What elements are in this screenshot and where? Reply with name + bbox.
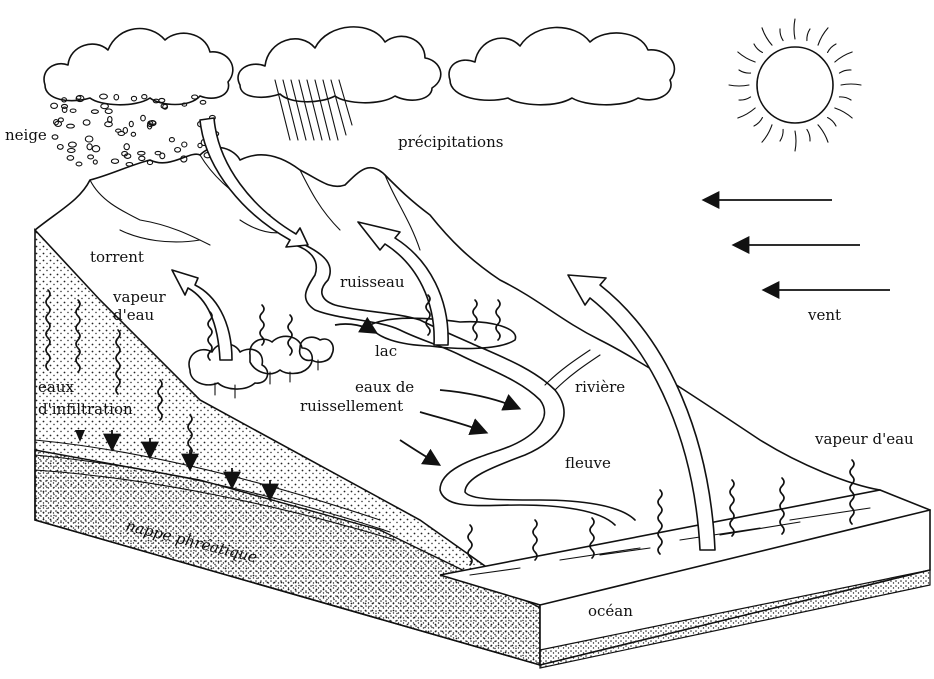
sun-ray (818, 28, 828, 45)
snowflake (105, 109, 112, 114)
vapor-squiggle (473, 300, 477, 340)
vapor-squiggle (496, 300, 500, 340)
snowflake (88, 155, 94, 159)
sun-ray (818, 125, 828, 142)
sun-ray (738, 108, 755, 118)
sun-icon (729, 19, 861, 151)
label-eaux-ruissellement-1: eaux de (355, 378, 414, 396)
sun-ray (839, 97, 851, 100)
label-eaux-ruissellement-2: ruissellement (300, 397, 403, 415)
snowflake (159, 98, 165, 102)
snowflake (175, 148, 181, 153)
snowflake (92, 146, 99, 152)
snowflake (62, 107, 67, 112)
sun-ray (739, 70, 751, 73)
sun-ray (794, 19, 795, 39)
label-fleuve: fleuve (565, 454, 611, 472)
snowflake (139, 156, 145, 160)
sun-ray (738, 52, 755, 62)
label-torrent: torrent (90, 248, 144, 266)
snowflake (169, 138, 174, 142)
sun-ray (762, 125, 772, 142)
label-eaux-infiltration-2: d'infiltration (38, 400, 133, 418)
snowflake (70, 109, 76, 112)
snowflake (111, 159, 118, 163)
snowflake (192, 95, 198, 99)
snowflake (116, 129, 121, 132)
snowflake (68, 149, 76, 153)
snowflake (101, 104, 109, 109)
label-riviere: rivière (575, 378, 625, 396)
sun-ray (754, 118, 762, 126)
sun-ray (828, 44, 836, 52)
sun-ray (835, 108, 852, 118)
snowflake (141, 115, 146, 121)
label-precipitations: précipitations (398, 133, 503, 151)
sun-ray (729, 85, 749, 86)
snowflake (58, 118, 63, 122)
snowflake (142, 95, 147, 99)
snowflake (182, 142, 187, 147)
sun-ray (841, 84, 861, 85)
snowflake (85, 136, 93, 142)
snowflake (200, 100, 206, 104)
snowflake (77, 96, 81, 99)
snowflake (93, 160, 97, 164)
sun-ray (780, 129, 783, 141)
snowflake (51, 103, 58, 108)
snowflake (67, 156, 74, 161)
snowflake (83, 120, 90, 125)
landscape-block (35, 147, 930, 668)
snowflake (52, 135, 58, 139)
rain (275, 80, 352, 140)
snowflake (131, 132, 135, 136)
label-vapeur-1: vapeur (112, 288, 167, 306)
label-vent: vent (807, 306, 841, 324)
sun-ray (835, 52, 852, 62)
snowflake (87, 144, 92, 150)
clouds (44, 27, 674, 105)
snowflake (129, 121, 133, 126)
snowflake (155, 151, 161, 154)
snowflake (67, 124, 75, 128)
label-ruisseau: ruisseau (340, 273, 405, 291)
label-lac: lac (375, 342, 397, 360)
sun-ray (839, 70, 851, 73)
label-vapeur-2: d'eau (113, 306, 155, 324)
vapor-squiggle (288, 315, 292, 355)
snowflake (69, 142, 77, 147)
sun-ray (807, 29, 810, 41)
wind-arrows (705, 200, 890, 290)
vapor-squiggle (533, 520, 537, 560)
sun-ray (807, 129, 810, 141)
snowflake (57, 145, 63, 150)
vapor-squiggle (208, 312, 212, 360)
snowflake (100, 94, 108, 99)
sun-ray (762, 28, 772, 45)
snowflake (131, 96, 136, 101)
sun-ray (780, 29, 783, 41)
snowflake (91, 110, 98, 114)
snowflake (138, 151, 145, 155)
snowflake (198, 143, 202, 147)
sun-ray (739, 97, 751, 100)
label-vapeur-deau: vapeur d'eau (814, 430, 914, 448)
snowflake (114, 95, 119, 100)
sun-ray (754, 44, 762, 52)
label-neige: neige (5, 126, 47, 144)
label-ocean: océan (588, 602, 633, 620)
snowflake (124, 144, 129, 150)
label-eaux-infiltration-1: eaux (38, 378, 74, 396)
sun-ray (828, 118, 836, 126)
sun-ray (795, 131, 796, 151)
snowflake (76, 162, 82, 166)
